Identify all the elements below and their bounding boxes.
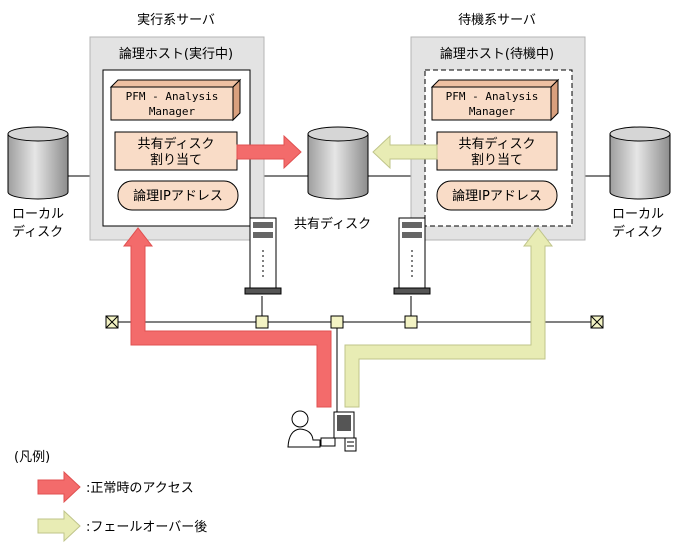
standby-pfm-line1: PFM - Analysis [446, 90, 539, 103]
active-host-label: 論理ホスト(実行中) [119, 46, 233, 62]
standby-ip-pill [436, 180, 558, 211]
active-server-title: 実行系サーバ [137, 12, 215, 28]
active-server: 実行系サーバ 論理ホスト(実行中) PFM - Analysis Manager… [89, 12, 265, 241]
network-node-client [330, 315, 344, 329]
standby-pfm-box: PFM - Analysis Manager [430, 78, 560, 122]
client-user-icon [287, 410, 321, 448]
active-ip-pill [117, 180, 239, 211]
shared-disk-icon [307, 126, 369, 200]
active-ip-label: 論理IPアドレス [133, 188, 223, 204]
standby-ip-label: 論理IPアドレス [452, 188, 542, 204]
standby-disk-assign-box [436, 131, 558, 171]
active-server-tower-icon [244, 217, 282, 295]
standby-pfm-line2: Manager [469, 105, 516, 118]
local-disk-right-line1: ローカル [612, 207, 664, 222]
local-disk-left-line2: ディスク [12, 224, 63, 240]
network-node-standby [404, 315, 418, 329]
network-terminator-left [105, 315, 119, 329]
legend-failover-label: :フェールオーバー後 [86, 520, 207, 535]
legend-title: (凡例) [14, 450, 50, 465]
standby-disk-line2: 割り当て [471, 152, 523, 168]
local-disk-left-line1: ローカル [12, 207, 64, 222]
failover-access-path-arrow [344, 227, 554, 408]
shared-disk-label: 共有ディスク [294, 216, 371, 232]
failover-disk-access-arrow [372, 134, 438, 170]
client-pc-icon [320, 411, 357, 452]
legend-failover-arrow [37, 509, 81, 543]
normal-disk-access-arrow [236, 134, 302, 170]
standby-host-label: 論理ホスト(待機中) [440, 46, 554, 62]
network-node-active [255, 315, 269, 329]
normal-access-path-arrow [122, 227, 332, 408]
legend-normal-arrow [37, 470, 81, 504]
active-pfm-line2: Manager [149, 105, 196, 118]
active-disk-line2: 割り当て [150, 152, 202, 168]
active-pfm-line1: PFM - Analysis [126, 90, 219, 103]
active-pfm-box: PFM - Analysis Manager [109, 78, 242, 122]
legend-normal-label: :正常時のアクセス [86, 481, 194, 496]
standby-disk-line1: 共有ディスク [458, 136, 535, 152]
local-disk-left-icon [7, 126, 69, 200]
local-disk-right-line2: ディスク [612, 224, 663, 240]
local-disk-right-icon [609, 126, 671, 200]
standby-server-tower-icon [393, 217, 431, 295]
standby-server-title: 待機系サーバ [458, 13, 536, 28]
standby-server: 待機系サーバ 論理ホスト(待機中) PFM - Analysis Manager… [410, 13, 586, 241]
network-terminator-right [590, 315, 604, 329]
active-disk-line1: 共有ディスク [137, 136, 214, 152]
